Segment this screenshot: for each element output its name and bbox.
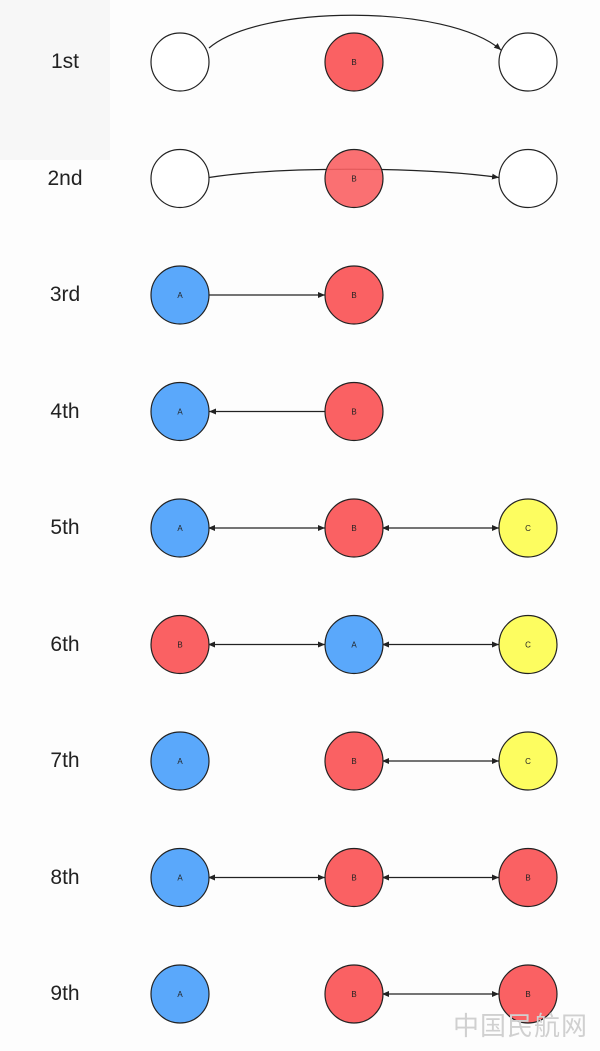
node-circle bbox=[150, 731, 210, 791]
row-label-1st: 1st bbox=[50, 50, 79, 73]
node-letter: A bbox=[351, 641, 357, 650]
node-circle bbox=[324, 148, 384, 209]
node-B-row-9th: B bbox=[324, 964, 384, 1024]
node-letter: B bbox=[351, 990, 356, 999]
node-letter: A bbox=[177, 524, 183, 533]
node-circle bbox=[150, 614, 210, 675]
row-label-3rd: 3rd bbox=[49, 283, 81, 306]
row-label-7th: 7th bbox=[50, 749, 80, 772]
node-letter: A bbox=[177, 291, 183, 300]
node-C-row-7th: C bbox=[498, 731, 558, 791]
node-circle bbox=[324, 614, 384, 675]
node-empty-row-2nd bbox=[150, 148, 210, 209]
node-letter: B bbox=[351, 524, 356, 533]
node-circle bbox=[324, 847, 384, 908]
node-circle bbox=[324, 498, 384, 558]
node-A-row-7th: A bbox=[150, 731, 210, 791]
node-letter: A bbox=[177, 990, 183, 999]
node-A-row-6th: A bbox=[324, 614, 384, 675]
node-circle bbox=[498, 731, 558, 791]
node-circle bbox=[498, 32, 558, 92]
node-circle bbox=[498, 148, 558, 209]
node-letter: B bbox=[351, 291, 356, 300]
node-circle bbox=[324, 381, 384, 442]
node-letter: B bbox=[525, 990, 530, 999]
node-A-row-8th: A bbox=[150, 847, 210, 908]
arrow-row-1st-0 bbox=[208, 14, 502, 51]
node-A-row-9th: A bbox=[150, 964, 210, 1024]
node-B-row-5th: B bbox=[324, 498, 384, 558]
node-circle bbox=[150, 381, 210, 442]
node-B-row-1st: B bbox=[324, 32, 384, 92]
node-letter: B bbox=[177, 641, 182, 650]
node-circle bbox=[150, 148, 210, 209]
node-circle bbox=[150, 847, 210, 908]
node-B-row-7th: B bbox=[324, 731, 384, 791]
node-letter: B bbox=[351, 175, 356, 184]
node-circle bbox=[498, 498, 558, 558]
node-empty-row-1st bbox=[150, 32, 210, 92]
node-letter: A bbox=[177, 757, 183, 766]
node-circle bbox=[498, 964, 558, 1024]
node-circle bbox=[150, 265, 210, 325]
node-empty-row-1st bbox=[498, 32, 558, 92]
node-A-row-3rd: A bbox=[150, 265, 210, 325]
node-B-row-9th: B bbox=[498, 964, 558, 1024]
node-circle bbox=[324, 964, 384, 1024]
label-strip-shade bbox=[0, 0, 110, 160]
row-label-5th: 5th bbox=[50, 516, 80, 539]
node-letter: A bbox=[177, 874, 183, 883]
node-C-row-5th: C bbox=[498, 498, 558, 558]
node-A-row-4th: A bbox=[150, 381, 210, 442]
node-circle bbox=[498, 847, 558, 908]
node-B-row-3rd: B bbox=[324, 265, 384, 325]
node-letter: C bbox=[525, 524, 531, 533]
node-B-row-2nd: B bbox=[324, 148, 384, 209]
node-letter: B bbox=[525, 874, 530, 883]
node-circle bbox=[324, 32, 384, 92]
node-B-row-4th: B bbox=[324, 381, 384, 442]
node-circle bbox=[150, 498, 210, 558]
watermark-text: 中国民航网 bbox=[452, 1012, 588, 1042]
node-B-row-8th: B bbox=[324, 847, 384, 908]
node-circle bbox=[150, 32, 210, 92]
node-circle bbox=[150, 964, 210, 1024]
node-empty-row-2nd bbox=[498, 148, 558, 209]
row-label-8th: 8th bbox=[50, 865, 80, 889]
node-circle bbox=[498, 614, 558, 675]
node-letter: A bbox=[177, 408, 183, 417]
node-B-row-8th: B bbox=[498, 847, 558, 908]
row-label-9th: 9th bbox=[50, 982, 80, 1005]
node-circle bbox=[324, 731, 384, 791]
node-letter: B bbox=[351, 874, 356, 883]
row-label-2nd: 2nd bbox=[47, 166, 83, 190]
node-letter: B bbox=[351, 408, 356, 417]
node-C-row-6th: C bbox=[498, 614, 558, 675]
node-B-row-6th: B bbox=[150, 614, 210, 675]
row-label-4th: 4th bbox=[50, 399, 80, 423]
row-label-6th: 6th bbox=[50, 632, 80, 656]
node-letter: B bbox=[351, 58, 356, 67]
node-letter: C bbox=[525, 757, 531, 766]
node-A-row-5th: A bbox=[150, 498, 210, 558]
node-letter: B bbox=[351, 757, 356, 766]
node-circle bbox=[324, 265, 384, 325]
node-letter: C bbox=[525, 641, 531, 650]
